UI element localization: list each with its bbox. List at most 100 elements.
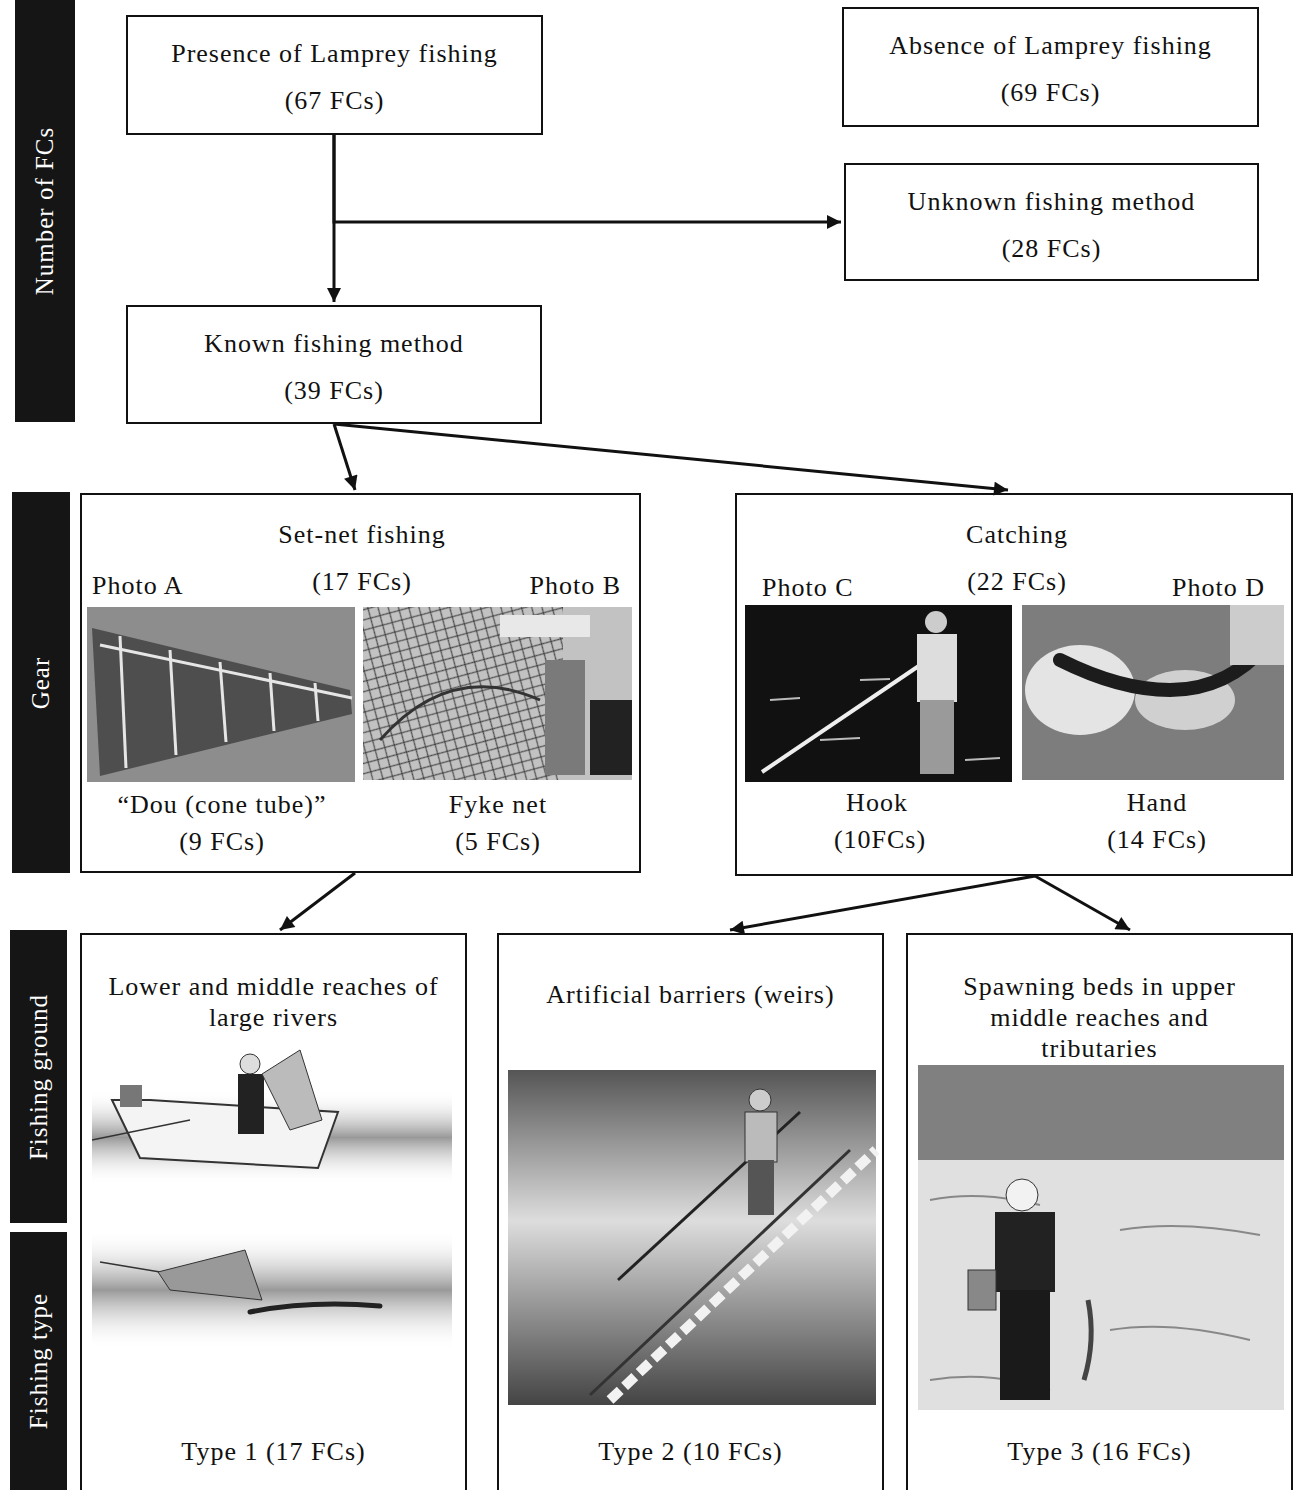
basket bbox=[968, 1270, 996, 1310]
stream-ripples bbox=[930, 1196, 1260, 1390]
box-text: Type 2 (10 FCs) bbox=[505, 1437, 876, 1467]
category-box: Spawning beds in upper middle reaches an… bbox=[906, 933, 1293, 1490]
ripple bbox=[1120, 1226, 1260, 1235]
glint bbox=[965, 758, 1000, 760]
box-text: (14 FCs) bbox=[1027, 825, 1287, 855]
category-box: Unknown fishing method (28 FCs) bbox=[844, 163, 1259, 281]
cone-trap-underwater bbox=[158, 1250, 262, 1300]
person-legs bbox=[545, 660, 585, 775]
underwater-wash bbox=[92, 1230, 452, 1350]
ripple bbox=[1110, 1327, 1250, 1340]
category-box: Absence of Lamprey fishing (69 FCs) bbox=[842, 7, 1259, 127]
band-line bbox=[315, 683, 318, 721]
box-text: Unknown fishing method bbox=[852, 187, 1251, 217]
box-text: Catching bbox=[887, 520, 1147, 550]
section-band: Gear bbox=[12, 492, 70, 873]
box-text: (22 FCs) bbox=[887, 567, 1147, 597]
section-band: Number of FCs bbox=[15, 0, 75, 422]
band-label: Gear bbox=[27, 656, 55, 709]
fisher-body bbox=[995, 1212, 1055, 1292]
cone-trap bbox=[262, 1050, 322, 1130]
box-text: Fyke net bbox=[368, 790, 628, 820]
category-box: Lower and middle reaches of large rivers… bbox=[80, 933, 467, 1490]
flow-arrow bbox=[334, 424, 1008, 490]
sleeve bbox=[1230, 605, 1284, 665]
category-box: Known fishing method (39 FCs) bbox=[126, 305, 542, 424]
photo-cone-tube bbox=[87, 607, 355, 782]
scene-weir bbox=[508, 1070, 876, 1405]
box-text: Absence of Lamprey fishing bbox=[850, 31, 1251, 61]
box-text: Spawning beds in upper middle reaches an… bbox=[942, 971, 1257, 1064]
flow-arrow bbox=[334, 135, 841, 222]
box-text: (10FCs) bbox=[750, 825, 1010, 855]
box-text: “Dou (cone tube)” bbox=[92, 790, 352, 820]
box-text: Photo C bbox=[762, 573, 854, 603]
hook-pole bbox=[618, 1112, 800, 1280]
box-text: (28 FCs) bbox=[852, 234, 1251, 264]
stream bbox=[918, 1160, 1284, 1410]
box-text: (39 FCs) bbox=[134, 376, 534, 406]
box-text: Type 1 (17 FCs) bbox=[88, 1437, 459, 1467]
photo-hand bbox=[1022, 605, 1284, 780]
rope bbox=[92, 1120, 190, 1140]
box-text: (67 FCs) bbox=[134, 86, 535, 116]
photo-ground bbox=[363, 607, 632, 780]
category-box: Catching(22 FCs)Photo CPhoto DHook(10FCs… bbox=[735, 493, 1293, 876]
flow-arrow bbox=[1035, 876, 1130, 930]
box-text: (17 FCs) bbox=[232, 567, 492, 597]
flow-arrow bbox=[280, 873, 355, 930]
lamprey bbox=[1084, 1300, 1091, 1380]
category-box: Artificial barriers (weirs) Type 2 (10 FC… bbox=[497, 933, 884, 1490]
fisher-head bbox=[749, 1089, 771, 1111]
flow-arrow bbox=[730, 876, 1035, 930]
photo-hook bbox=[745, 605, 1012, 782]
box-text: (69 FCs) bbox=[850, 78, 1251, 108]
hook-pole bbox=[762, 655, 935, 772]
category-box: Presence of Lamprey fishing (67 FCs) bbox=[126, 15, 543, 135]
lamprey bbox=[250, 1304, 380, 1312]
glint bbox=[820, 738, 860, 740]
band-label: Fishing ground bbox=[25, 993, 53, 1159]
glint bbox=[860, 679, 890, 680]
box-text: Artificial barriers (weirs) bbox=[515, 979, 866, 1010]
fisher-head bbox=[1006, 1179, 1038, 1211]
weir bbox=[610, 1150, 876, 1400]
box-text: Presence of Lamprey fishing bbox=[134, 39, 535, 69]
fisher-waders bbox=[748, 1160, 774, 1215]
scene-spawning-bed bbox=[918, 1065, 1284, 1410]
cone-trap bbox=[92, 628, 352, 776]
rope bbox=[100, 1262, 160, 1272]
box-text: (5 FCs) bbox=[368, 827, 628, 857]
water-glints bbox=[770, 679, 1000, 760]
band-label: Fishing type bbox=[25, 1293, 53, 1429]
photo-ground bbox=[1022, 605, 1284, 780]
box-text: Lower and middle reaches of large rivers bbox=[102, 971, 445, 1033]
fisher-legs bbox=[1000, 1290, 1050, 1400]
section-band: Fishing type bbox=[10, 1232, 67, 1490]
box-text: Photo D bbox=[1172, 573, 1265, 603]
box-text: Known fishing method bbox=[134, 329, 534, 359]
person-arm bbox=[500, 615, 590, 637]
tub bbox=[590, 700, 632, 775]
cone-bands bbox=[100, 636, 352, 768]
band-line bbox=[120, 636, 126, 768]
boat-engine bbox=[120, 1085, 142, 1107]
water-wash bbox=[92, 1090, 452, 1185]
band-label: Number of FCs bbox=[31, 127, 59, 296]
person-waders bbox=[920, 700, 954, 774]
box-text: Hand bbox=[1027, 788, 1287, 818]
photo-ground bbox=[745, 605, 1012, 782]
river-wash bbox=[508, 1070, 876, 1405]
category-box: Set-net fishing(17 FCs)Photo APhoto B“Do… bbox=[80, 493, 641, 873]
fisher-head bbox=[240, 1054, 260, 1074]
fisher-body bbox=[745, 1112, 777, 1162]
glint bbox=[770, 698, 800, 700]
section-band: Fishing ground bbox=[10, 930, 67, 1223]
flow-arrow bbox=[334, 424, 355, 490]
box-text: Type 3 (16 FCs) bbox=[914, 1437, 1285, 1467]
band-line bbox=[170, 650, 176, 755]
scene-set-net bbox=[92, 1050, 452, 1350]
person-head bbox=[925, 611, 947, 633]
